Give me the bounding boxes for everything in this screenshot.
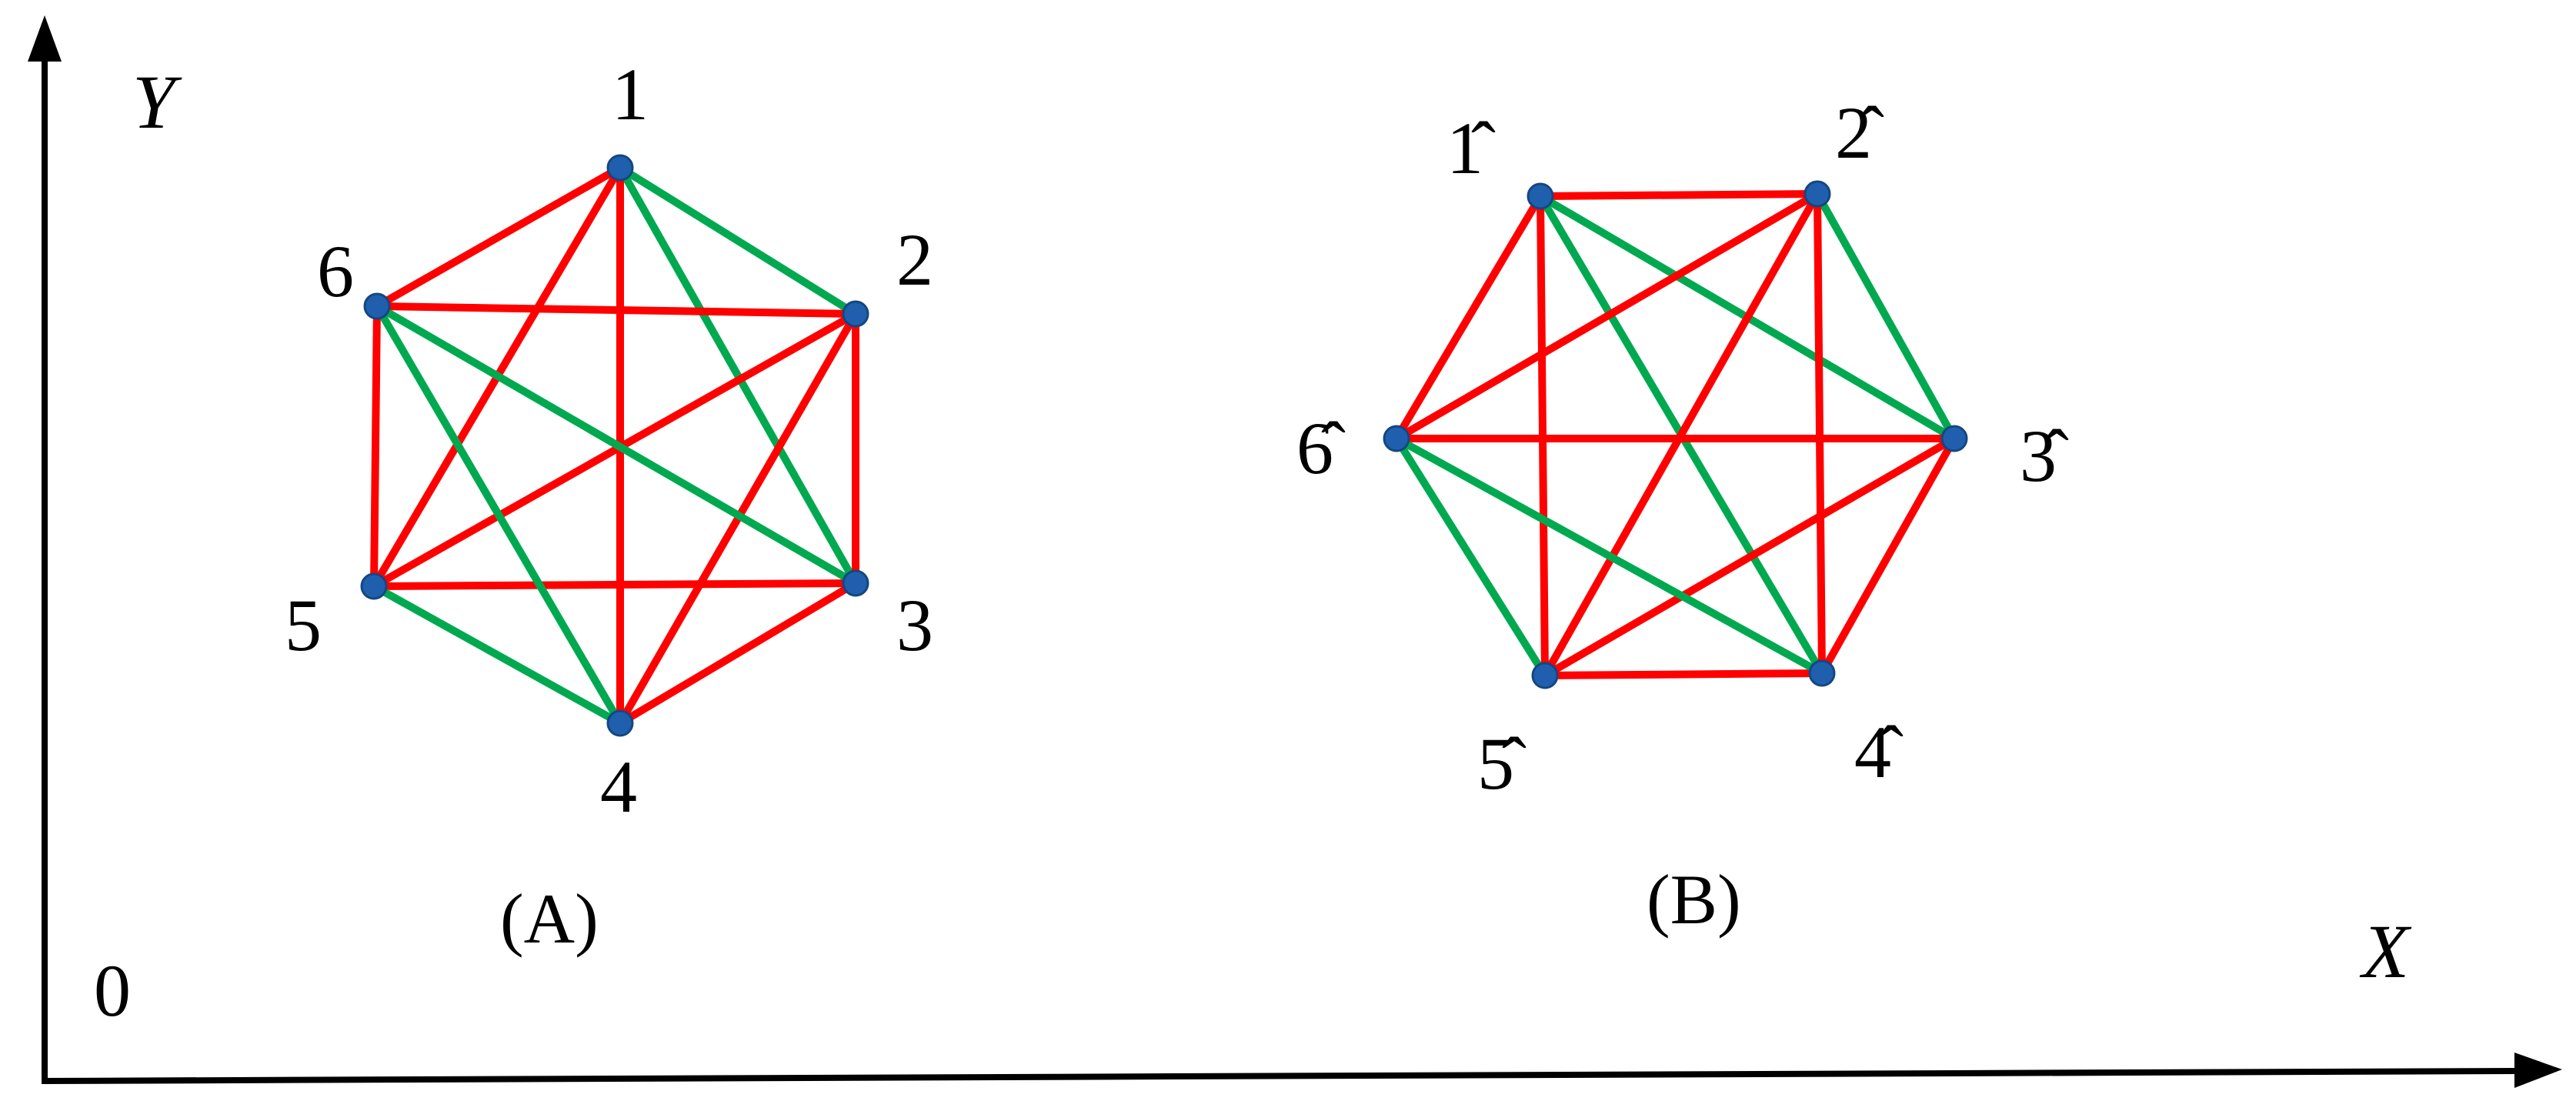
- graph-a-vertex-label-6: 6: [317, 230, 354, 312]
- graph-b-edge-1-2: [1537, 190, 1821, 200]
- graph-b-edge-3-4: [1818, 435, 1958, 677]
- graph-b-edge-1-6: [1393, 192, 1544, 442]
- graph-b-edges: [1393, 190, 1958, 679]
- graph-b-vertex-label-6: 6̂: [1296, 407, 1346, 489]
- graph-a-edge-2-5: [370, 310, 859, 590]
- graph-a-edge-2-6: [373, 302, 859, 318]
- x-axis-label: X: [2359, 909, 2412, 994]
- graph-b-vertex-label-1: 1̂: [1446, 107, 1496, 189]
- graph-b-vertex-1: [1527, 182, 1554, 210]
- graph-a-vertex-label-1: 1: [612, 53, 649, 135]
- graph-b-vertex-3: [1940, 425, 1968, 452]
- graph-a: 1 2 3 4 5 6 (A): [285, 53, 933, 958]
- graph-a-vertex-2: [842, 300, 869, 328]
- graph-a-edges: [370, 164, 859, 727]
- graph-b-caption: (B): [1647, 860, 1741, 939]
- graph-b-edge-4-6: [1393, 435, 1826, 677]
- y-axis-arrowhead: [28, 15, 62, 62]
- graph-a-caption: (A): [500, 879, 599, 958]
- graph-a-edge-5-6: [370, 302, 381, 590]
- graph-b-vertex-6: [1383, 425, 1410, 452]
- graph-b-vertex-2: [1804, 180, 1831, 208]
- graph-b-vertices: [1383, 180, 1968, 689]
- graph-b-edge-2-3: [1814, 190, 1958, 442]
- graph-b: 1̂ 2̂ 3̂ 4̂ 5̂ 6̂ (B): [1296, 92, 2069, 939]
- graph-a-edge-3-4: [616, 579, 859, 727]
- graph-b-edge-4-5: [1541, 669, 1826, 679]
- y-axis-label: Y: [132, 59, 182, 145]
- x-axis: [41, 1068, 2517, 1084]
- graph-a-edge-3-6: [373, 302, 859, 587]
- graph-b-vertex-5: [1531, 662, 1559, 689]
- graph-b-edge-5-6: [1393, 435, 1549, 679]
- graph-a-vertex-5: [360, 572, 388, 600]
- graph-b-edge-2-4: [1814, 190, 1826, 677]
- graph-b-vertex-label-4: 4̂: [1854, 711, 1904, 793]
- graph-a-edge-1-6: [373, 164, 624, 310]
- graph-b-vertex-4: [1808, 659, 1836, 687]
- graph-a-vertex-label-5: 5: [285, 584, 322, 666]
- graph-a-edge-1-3: [616, 164, 859, 587]
- graph-a-vertex-label-3: 3: [896, 584, 933, 666]
- graph-b-vertex-label-5: 5̂: [1477, 722, 1527, 805]
- graph-a-vertex-1: [606, 154, 634, 182]
- graph-a-edge-4-6: [373, 302, 624, 727]
- graph-a-vertex-3: [842, 569, 869, 597]
- graph-a-vertex-label-2: 2: [896, 219, 933, 301]
- graph-b-edge-3-5: [1541, 435, 1958, 679]
- axes: [28, 15, 2562, 1088]
- graph-b-vertex-label-3: 3̂: [2020, 415, 2069, 497]
- graph-b-edge-2-6: [1393, 190, 1821, 442]
- graph-a-vertex-label-4: 4: [600, 746, 637, 828]
- graph-a-edge-4-5: [370, 582, 624, 727]
- origin-label: 0: [94, 949, 131, 1032]
- graph-a-edge-3-5: [370, 579, 859, 590]
- x-axis-arrowhead: [2514, 1053, 2562, 1088]
- graph-a-vertex-6: [363, 292, 391, 320]
- graph-a-edge-1-2: [616, 164, 859, 318]
- graph-a-vertex-4: [606, 709, 634, 737]
- graph-b-vertex-label-2: 2̂: [1835, 92, 1884, 174]
- graph-a-vertices: [360, 154, 869, 737]
